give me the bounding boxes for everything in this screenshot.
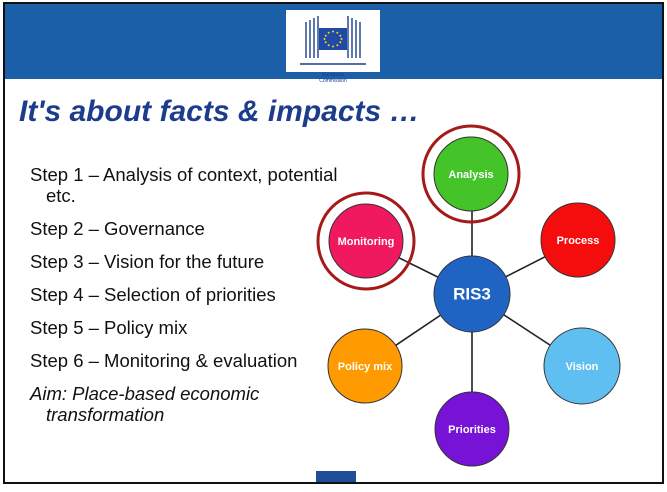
node-process-label: Process bbox=[557, 235, 600, 247]
node-vision: Vision bbox=[543, 327, 621, 405]
logo-line-1: European bbox=[322, 72, 344, 78]
node-center: RIS3 bbox=[433, 255, 511, 333]
highlight-ring-analysis bbox=[421, 124, 521, 224]
node-analysis: Analysis bbox=[433, 136, 509, 212]
node-vision-label: Vision bbox=[566, 361, 599, 373]
node-center-label: RIS3 bbox=[453, 284, 491, 303]
footer-flag bbox=[316, 471, 356, 482]
highlight-ring-monitoring bbox=[316, 191, 416, 291]
commission-building-icon bbox=[286, 10, 380, 72]
step-4: Step 4 – Selection of priorities bbox=[30, 284, 276, 305]
node-priorities-label: Priorities bbox=[448, 424, 496, 436]
step-5: Step 5 – Policy mix bbox=[30, 317, 188, 338]
node-priorities: Priorities bbox=[434, 391, 510, 467]
node-process: Process bbox=[540, 202, 616, 278]
step-6: Step 6 – Monitoring & evaluation bbox=[30, 350, 298, 371]
step-3: Step 3 – Vision for the future bbox=[30, 251, 265, 272]
node-policy-mix-label: Policy mix bbox=[338, 361, 393, 373]
step-2: Step 2 – Governance bbox=[30, 218, 205, 239]
logo-line-2: Commission bbox=[319, 78, 347, 84]
slide-title: It's about facts & impacts … bbox=[19, 95, 420, 128]
node-monitoring-label: Monitoring bbox=[338, 236, 395, 248]
node-policy-mix: Policy mix bbox=[327, 328, 403, 404]
steps-list: Step 1 – Analysis of context, potential … bbox=[30, 164, 350, 437]
aim-statement: Aim: Place-based economic transformation bbox=[30, 383, 260, 425]
slide: European Commission It's about facts & i… bbox=[5, 4, 662, 482]
node-analysis-label: Analysis bbox=[448, 169, 493, 181]
stars-circle bbox=[323, 30, 343, 48]
ris3-diagram: Analysis Process Vision Priorities Polic… bbox=[316, 124, 621, 467]
european-commission-logo: European Commission bbox=[286, 10, 380, 84]
step-1: Step 1 – Analysis of context, potential … bbox=[30, 164, 338, 206]
node-monitoring: Monitoring bbox=[328, 203, 404, 279]
